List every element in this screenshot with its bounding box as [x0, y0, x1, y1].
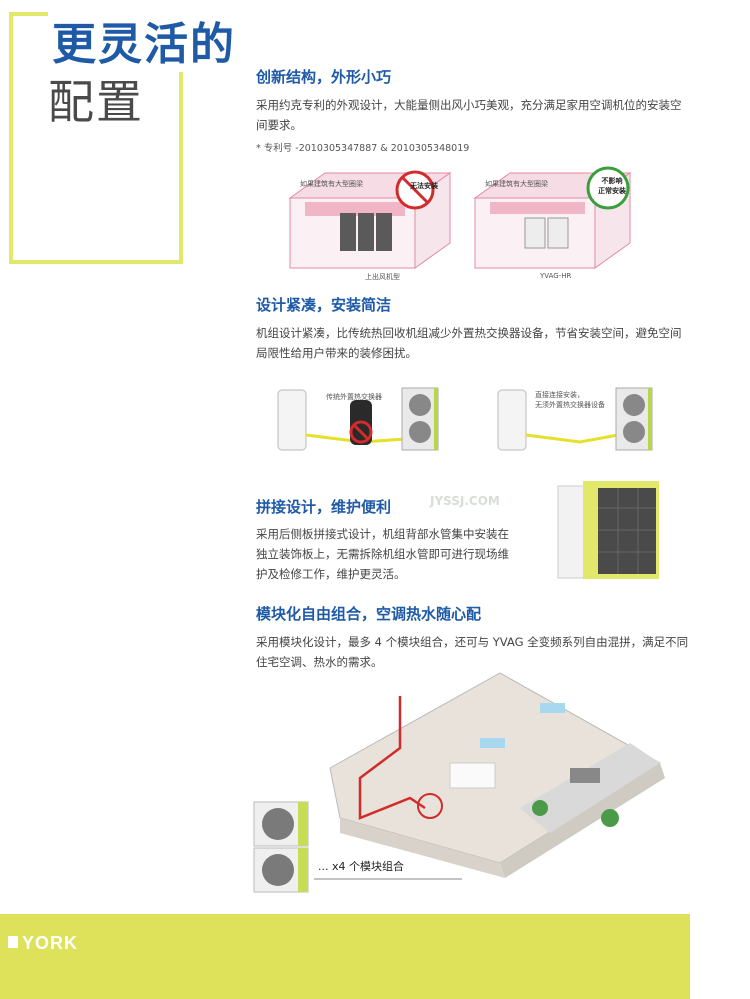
direct-installation-illustration [497, 387, 653, 451]
section-4-title: 模块化自由组合，空调热水随心配 [256, 605, 482, 623]
section-1-text: 采用约克专利的外观设计，大能量侧出风小巧美观，充分满足家用空调机位的安装空间要求… [256, 98, 682, 132]
section-4-text: 采用模块化设计，最多 4 个模块组合，还可与 YVAG 全变频系列自由混拼，满足… [256, 635, 689, 669]
section-2-text: 机组设计紧凑，比传统热回收机组减少外置热交换器设备，节省安装空间，避免空间局限性… [256, 326, 682, 360]
module-combination-label: ... x4 个模块组合 [318, 860, 404, 873]
fig1b-badge: 不影响 正常安装 [598, 177, 626, 195]
fig1b-caption: YVAG-HR [540, 272, 572, 280]
section-1-title: 创新结构，外形小巧 [256, 68, 392, 86]
section-3-text: 采用后侧板拼接式设计，机组背部水管集中安装在独立装饰板上，无需拆除机组水管即可进… [256, 527, 509, 581]
fig1a-note: 如果建筑有大型圈梁 [300, 180, 363, 188]
york-logo: YORK [22, 933, 79, 953]
stacked-outdoor-units-illustration [253, 801, 309, 893]
side-discharge-unit-illustration [473, 166, 632, 269]
section-3-title: 拼接设计，维护便利 [256, 498, 392, 516]
patent-note: * 专利号 -2010305347887 & 2010305348019 [256, 143, 470, 154]
traditional-installation-illustration [277, 387, 439, 451]
page-title-line2: 配置 [48, 75, 144, 129]
york-emblem-icon [8, 936, 18, 948]
watermark: JYSSJ.COM [430, 494, 500, 508]
top-discharge-unit-illustration [288, 170, 452, 269]
footer-band [0, 914, 690, 999]
fig1a-badge: 无法安装 [410, 182, 438, 190]
fig2b-note: 直接连接安装， 无须外置热交换器设备 [535, 391, 605, 409]
fig1b-note: 如果建筑有大型圈梁 [485, 180, 548, 188]
rear-panel-unit-illustration [557, 481, 659, 579]
fig1a-caption: 上出风机型 [365, 273, 400, 281]
apartment-floorplan-illustration [329, 672, 665, 878]
section-2-title: 设计紧凑，安装简洁 [256, 296, 392, 314]
combo-arrow-line [314, 878, 462, 880]
page-title-line1: 更灵活的 [48, 8, 240, 72]
fig2a-note: 传统外置热交换器 [326, 393, 382, 401]
